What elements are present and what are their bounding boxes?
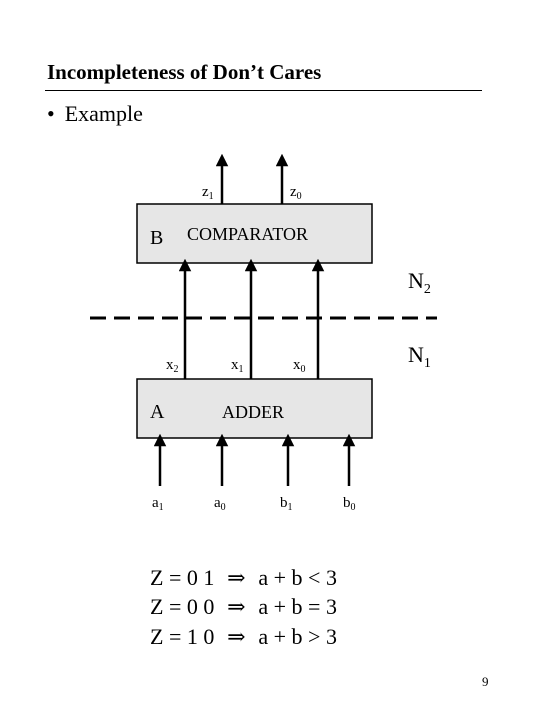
implies-icon: ⇒ [227, 594, 246, 619]
equation-rhs: a + b > 3 [258, 624, 337, 649]
adder-box [136, 378, 373, 439]
comparator-label: COMPARATOR [187, 224, 308, 244]
label-x0: x0 [293, 357, 306, 375]
title-divider [45, 90, 482, 91]
equation-lhs: Z = 0 1 [150, 565, 215, 590]
label-x2: x2 [166, 357, 179, 375]
equation-row: Z = 1 0 ⇒ a + b > 3 [150, 624, 337, 650]
label-x1: x1 [231, 357, 244, 375]
equation-rhs: a + b = 3 [258, 594, 337, 619]
output-label-z1: z1 [202, 184, 214, 202]
input-label-b0: b0 [343, 495, 356, 513]
adder-label: ADDER [222, 402, 284, 422]
equation-lhs: Z = 1 0 [150, 624, 215, 649]
comparator-box [136, 203, 373, 264]
input-label-a0: a0 [214, 495, 226, 513]
implies-icon: ⇒ [227, 565, 246, 590]
bullet-example: • Example [47, 101, 143, 127]
implies-icon: ⇒ [227, 624, 246, 649]
bullet-icon: • [47, 101, 55, 126]
output-label-z0: z0 [290, 184, 302, 202]
slide-title: Incompleteness of Don’t Cares [47, 60, 322, 84]
bullet-text: Example [64, 101, 143, 126]
equation-lhs: Z = 0 0 [150, 594, 215, 619]
adder-letter: A [150, 401, 165, 423]
equation-rhs: a + b < 3 [258, 565, 337, 590]
page-number: 9 [482, 674, 489, 689]
equation-row: Z = 0 1 ⇒ a + b < 3 [150, 565, 337, 591]
equation-row: Z = 0 0 ⇒ a + b = 3 [150, 594, 337, 620]
network-label-n1: N1 [408, 342, 431, 371]
network-label-n2: N2 [408, 268, 431, 297]
comparator-letter: B [150, 227, 163, 249]
input-label-a1: a1 [152, 495, 164, 513]
input-label-b1: b1 [280, 495, 293, 513]
